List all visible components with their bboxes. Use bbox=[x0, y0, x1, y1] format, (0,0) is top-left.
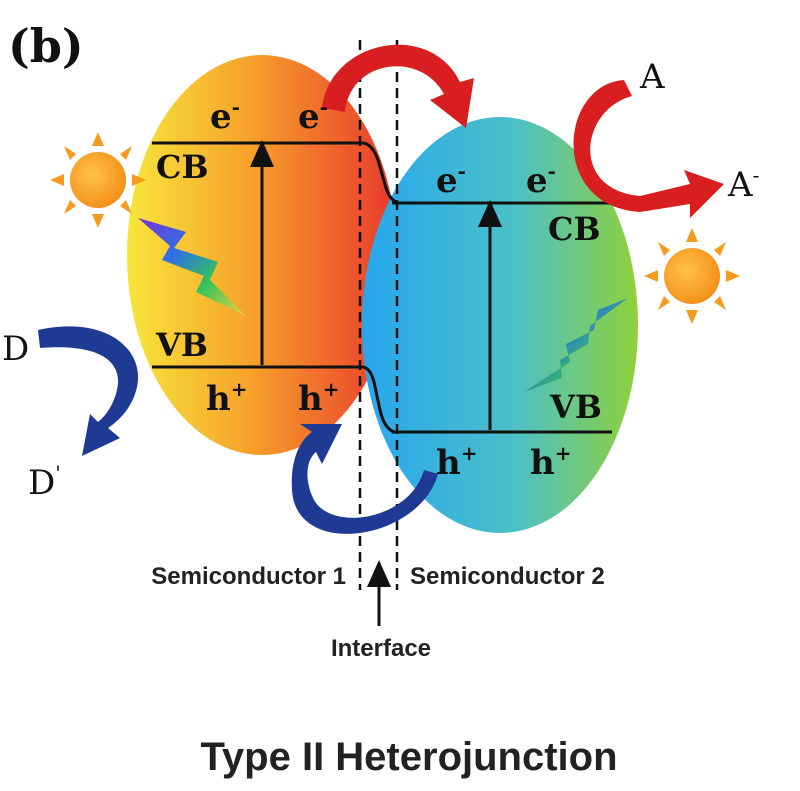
sc2-vb-label: VB bbox=[549, 388, 602, 426]
sun-icon-right bbox=[644, 228, 740, 324]
acceptor-label: A bbox=[639, 57, 665, 97]
sc2-cb-label: CB bbox=[548, 210, 601, 248]
interface-label: Interface bbox=[331, 635, 431, 662]
sc2-electron-label-2: e- bbox=[526, 159, 556, 201]
sc1-vb-label: VB bbox=[155, 326, 208, 364]
sc1-cb-line bbox=[152, 141, 399, 205]
semiconductor2-label: Semiconductor 2 bbox=[410, 563, 605, 590]
sc2-electron-label-1: e- bbox=[436, 159, 466, 201]
light-bolt-icon-right bbox=[524, 298, 628, 392]
donor-oxidation-arrow bbox=[38, 326, 139, 456]
sun-icon-left bbox=[50, 132, 146, 228]
sc1-electron-label-2: e- bbox=[298, 95, 328, 137]
sc1-electron-label-1: e- bbox=[210, 95, 240, 137]
sc1-hole-label-1: h+ bbox=[206, 377, 248, 419]
hole-transfer-arrow bbox=[291, 424, 438, 534]
panel-label: (b) bbox=[8, 19, 84, 73]
donor-oxidized-label: D' bbox=[28, 461, 61, 503]
semiconductor1-label: Semiconductor 1 bbox=[151, 563, 346, 590]
light-bolt-icon-left bbox=[138, 218, 246, 316]
sc1-vb-line bbox=[152, 365, 395, 434]
electron-transfer-arrow bbox=[322, 44, 474, 128]
semiconductor2-body bbox=[362, 117, 638, 533]
donor-label: D bbox=[2, 329, 29, 369]
sc1-cb-label: CB bbox=[156, 148, 209, 186]
acceptor-reduced-label: A- bbox=[727, 163, 759, 205]
sc2-hole-label-2: h+ bbox=[530, 441, 572, 483]
sc2-hole-label-1: h+ bbox=[436, 441, 478, 483]
diagram-title: Type II Heterojunction bbox=[200, 735, 617, 779]
sc1-hole-label-2: h+ bbox=[298, 377, 340, 419]
